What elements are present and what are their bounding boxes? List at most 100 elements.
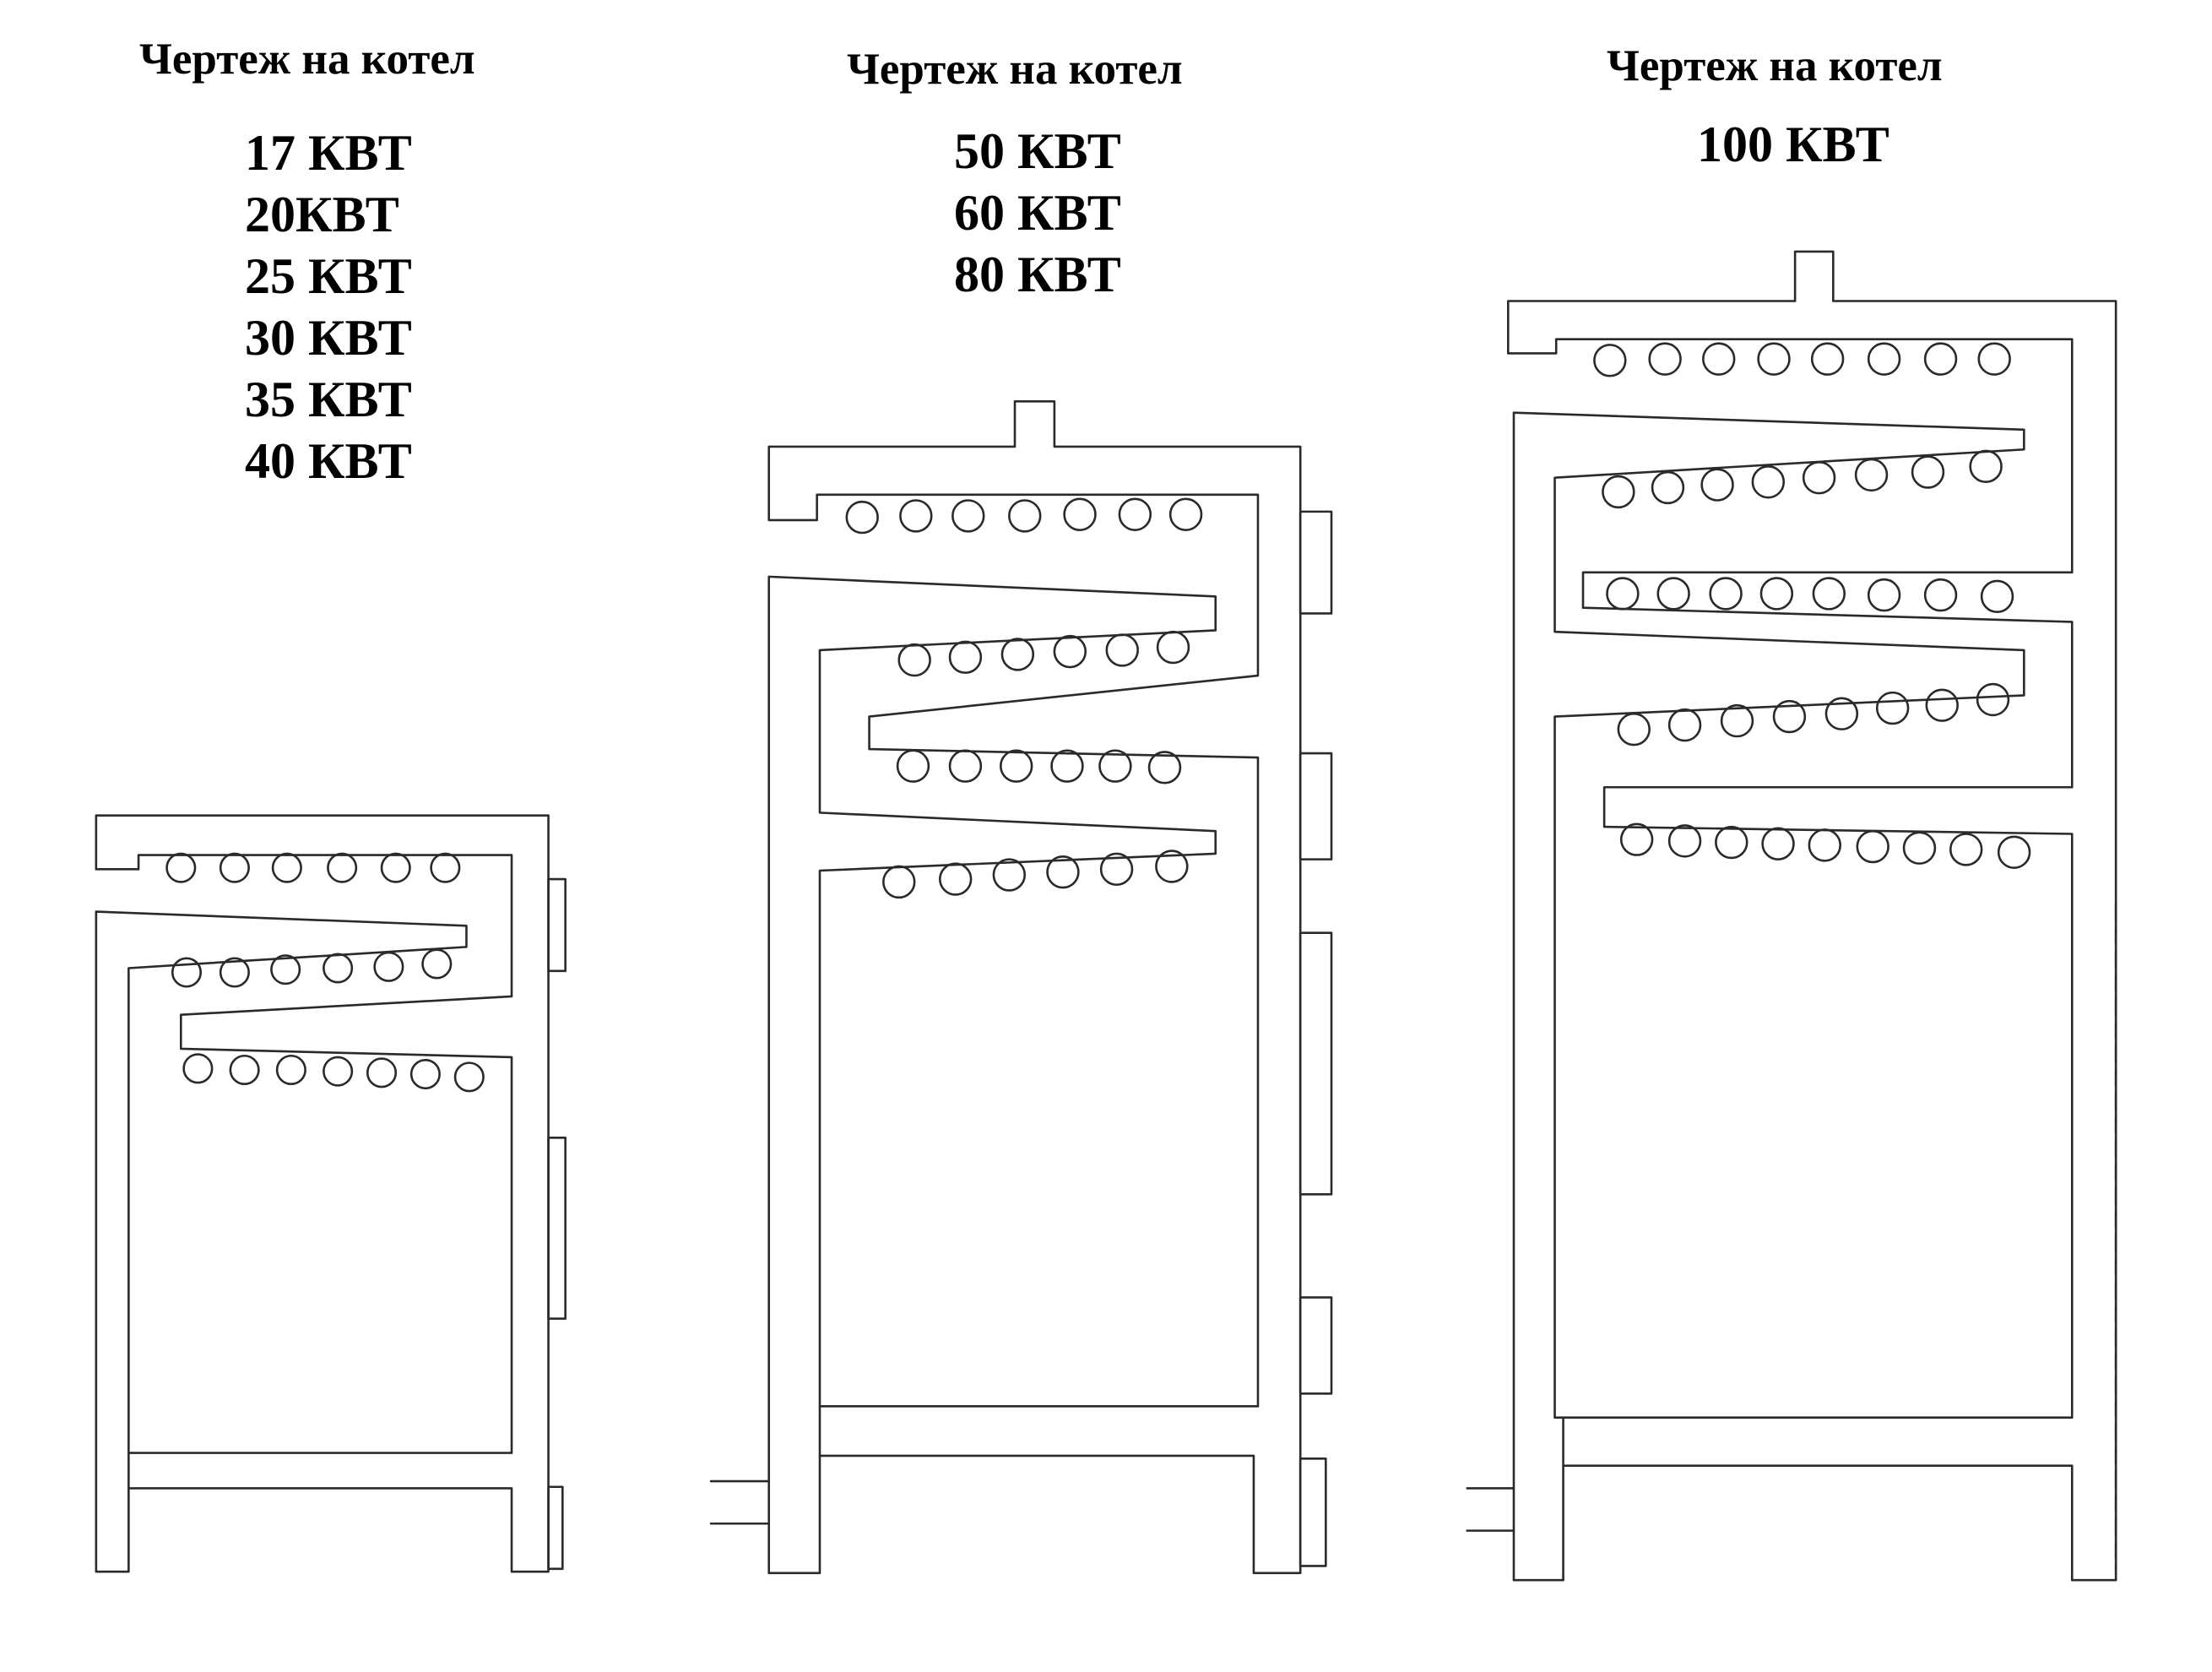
tube: [323, 1057, 351, 1085]
tube: [367, 1059, 395, 1087]
tube: [1048, 856, 1079, 888]
tube: [897, 751, 929, 782]
tube: [1927, 690, 1958, 721]
tube: [273, 854, 301, 882]
boiler-2-tube-row-4: [883, 851, 1187, 898]
boiler-1-tube-row-1: [167, 854, 460, 882]
boiler-1-tube-row-2: [172, 950, 451, 987]
tube: [1721, 705, 1753, 736]
tube: [411, 1060, 439, 1088]
boiler-1-door-lower: [549, 1487, 563, 1569]
tube: [1716, 827, 1747, 858]
tube: [1814, 578, 1845, 610]
boiler-2-door-upper: [1300, 512, 1331, 614]
power-label: 50 КВТ: [954, 123, 1121, 179]
panel-3-title: Чертеж на котел: [1607, 41, 1943, 90]
tube: [1009, 500, 1040, 531]
tube: [1002, 639, 1033, 670]
boiler-3-tube-row-1: [1594, 344, 2009, 376]
tube: [1120, 499, 1151, 530]
panel-2-title: Чертеж на котел: [847, 45, 1183, 94]
tube: [1982, 581, 2013, 612]
tube: [1977, 684, 2009, 715]
tube: [1158, 632, 1189, 663]
tube: [883, 866, 914, 898]
tube: [1979, 344, 2010, 375]
tube: [1703, 344, 1734, 375]
tube: [1156, 851, 1187, 882]
tube: [323, 954, 351, 982]
tube: [220, 958, 248, 986]
boiler-1-door-upper: [549, 879, 566, 971]
tube: [1904, 833, 1935, 864]
tube: [1759, 344, 1790, 375]
tube: [1669, 825, 1700, 856]
tube: [1950, 833, 1982, 865]
tube: [1170, 499, 1201, 530]
tube: [940, 864, 971, 895]
tube: [1658, 578, 1689, 610]
tube: [382, 854, 409, 882]
tube: [455, 1063, 483, 1091]
tube: [1803, 462, 1835, 493]
boiler-1-door-middle: [549, 1137, 566, 1318]
tube: [1101, 854, 1132, 885]
tube: [1998, 837, 2030, 868]
tube: [847, 502, 878, 533]
tube: [172, 958, 200, 986]
tube: [375, 953, 403, 980]
tube: [950, 642, 981, 673]
boiler-3-outer-casing: [1508, 252, 2116, 1580]
tube: [1857, 831, 1889, 862]
tube: [1149, 752, 1180, 783]
boiler-3-tube-row-5: [1621, 824, 2030, 868]
tube: [1602, 476, 1634, 508]
boiler-3-tube-row-4: [1618, 684, 2009, 745]
boiler-3-tube-row-2: [1602, 451, 2001, 508]
panel-1-title: Чертеж на котел: [139, 35, 475, 84]
tube: [1925, 344, 1956, 375]
power-label: 60 КВТ: [954, 185, 1121, 241]
tube: [1650, 344, 1681, 375]
boiler-1-tube-row-3: [184, 1055, 484, 1092]
tube: [167, 854, 195, 882]
tube: [431, 854, 459, 882]
tube: [1971, 451, 2002, 482]
tube: [1652, 472, 1683, 503]
tube: [900, 500, 931, 531]
tube: [1702, 470, 1733, 501]
boiler-3-drawing: [1467, 252, 2116, 1580]
tube: [220, 854, 248, 882]
power-label: 17 КВТ: [245, 125, 412, 181]
tube: [1812, 344, 1843, 375]
tube: [277, 1056, 305, 1083]
tube: [230, 1056, 258, 1083]
boiler-1-drawing: [96, 816, 566, 1572]
boiler-2-drawing: [711, 401, 1331, 1573]
tube: [1099, 751, 1130, 782]
power-label: 80 КВТ: [954, 247, 1121, 302]
tube: [328, 854, 355, 882]
tube: [1763, 828, 1794, 860]
tube: [1621, 824, 1652, 855]
power-label: 25 КВТ: [245, 248, 412, 304]
power-label: 20КВТ: [245, 187, 399, 242]
boiler-2-door-lower: [1300, 1297, 1331, 1393]
tube: [899, 644, 930, 676]
tube: [1753, 466, 1784, 497]
boiler-3-tube-row-3: [1607, 578, 2012, 612]
tube: [1826, 698, 1857, 730]
tube: [952, 500, 984, 531]
boiler-2-door-bottom: [1300, 1458, 1326, 1566]
tube: [1669, 709, 1700, 741]
panel-2-power-list: 50 КВТ 60 КВТ 80 КВТ: [954, 121, 1121, 306]
tube: [1809, 829, 1841, 860]
panel-1-power-list: 17 КВТ 20КВТ 25 КВТ 30 КВТ 35 КВТ 40 КВТ: [245, 122, 412, 492]
boiler-2-tube-row-1: [847, 499, 1201, 533]
boiler-1-outer-casing: [96, 816, 549, 1572]
tube: [1868, 344, 1900, 375]
tube: [271, 955, 299, 983]
boiler-2-door-long: [1300, 933, 1331, 1195]
boiler-2-tube-row-3: [897, 751, 1180, 783]
